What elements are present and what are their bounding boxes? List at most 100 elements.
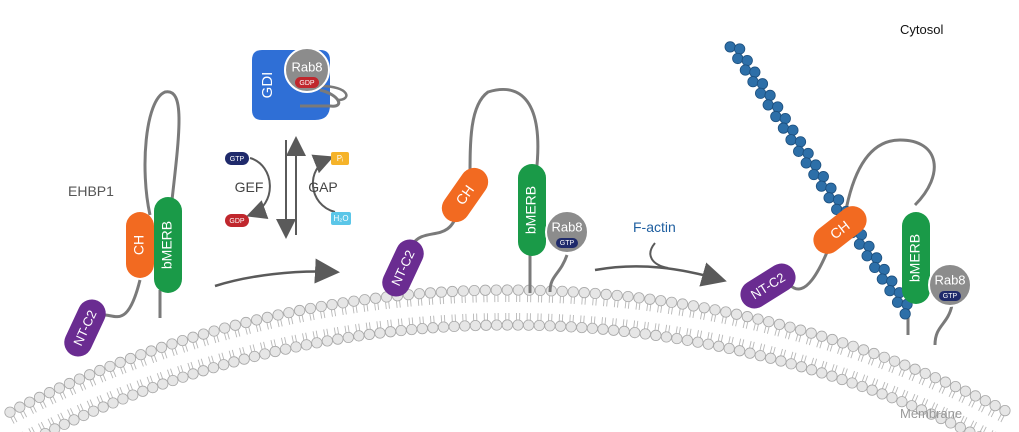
- lipid-head: [919, 367, 931, 380]
- lipid-head: [87, 405, 100, 417]
- lipid-head: [886, 392, 898, 404]
- lipid-head: [945, 417, 957, 429]
- lipid-head: [567, 286, 579, 298]
- lipid-head: [283, 307, 295, 319]
- lipid-head: [251, 314, 263, 326]
- lipid-head: [826, 370, 838, 382]
- lipid-tail: [780, 348, 783, 356]
- lipid-tail: [814, 358, 818, 366]
- actin-monomer: [886, 275, 898, 287]
- lipid-tail: [13, 415, 18, 423]
- lipid-tail: [824, 361, 828, 369]
- lipid-head: [395, 324, 407, 337]
- cytosol-label: Cytosol: [900, 22, 943, 37]
- lipid-tail: [344, 307, 347, 315]
- lipid-tail: [377, 303, 380, 311]
- actin-monomer: [871, 252, 883, 264]
- lipid-head: [534, 284, 546, 297]
- lipid-tail: [911, 393, 916, 401]
- lipid-head: [187, 331, 199, 343]
- lipid-tail: [366, 304, 369, 312]
- lipid-head: [218, 359, 230, 371]
- lipid-tail: [777, 329, 781, 337]
- f-actin-filament: [724, 41, 913, 320]
- actin-monomer: [808, 168, 820, 181]
- actin-monomer: [762, 99, 774, 111]
- lipid-head: [337, 297, 349, 309]
- actin-monomer: [794, 136, 807, 148]
- lipid-head: [554, 320, 567, 332]
- lipid-head: [954, 421, 966, 432]
- lipid-head: [39, 427, 51, 432]
- lipid-tail: [979, 425, 984, 432]
- gap-label: GAP: [308, 179, 338, 195]
- lipid-tail: [50, 417, 55, 424]
- lipid-tail: [211, 355, 214, 363]
- lipid-tail: [861, 374, 866, 382]
- lipid-tail: [237, 329, 241, 337]
- lipid-tail: [106, 392, 110, 399]
- lipid-head: [544, 320, 556, 332]
- rab8-tail-loop: [319, 84, 348, 102]
- lipid-tail: [735, 319, 738, 327]
- actin-monomer: [734, 43, 746, 55]
- lipid-head: [279, 343, 292, 355]
- actin-monomer: [772, 101, 784, 113]
- lipid-head: [406, 323, 418, 336]
- lipid-tail: [749, 341, 752, 348]
- lipid-tail: [82, 383, 87, 390]
- lipid-tail: [840, 348, 844, 355]
- lipid-head: [261, 311, 273, 323]
- lipid-tail: [301, 315, 304, 323]
- lipid-tail: [221, 352, 225, 360]
- lipid-tail: [408, 317, 411, 325]
- lipid-tail: [390, 319, 392, 327]
- lipid-head: [964, 426, 976, 432]
- lipid-tail: [312, 331, 315, 339]
- lipid-tail: [973, 421, 978, 429]
- lipid-tail: [92, 378, 97, 386]
- lipid-head: [533, 319, 545, 332]
- gtp-badge: [556, 238, 578, 248]
- gtp-badge-label: GTP: [560, 240, 575, 247]
- lipid-tail: [756, 324, 759, 332]
- lipid-tail: [190, 361, 194, 369]
- lipid-tail: [699, 330, 703, 338]
- lipid-head: [479, 284, 491, 296]
- lipid-head: [167, 374, 179, 387]
- lipid-tail: [766, 327, 770, 334]
- rab8-tail: [300, 88, 341, 108]
- actin-monomer: [823, 192, 835, 204]
- lipid-tail: [934, 403, 939, 411]
- lipid-tail: [252, 344, 256, 352]
- actin-monomer: [764, 89, 776, 101]
- lipid-tail: [234, 330, 238, 338]
- lipid-head: [611, 289, 623, 302]
- lipid-tail: [721, 316, 724, 324]
- lipid-tail: [741, 339, 745, 347]
- lipid-head: [290, 341, 302, 353]
- lipid-head: [448, 320, 460, 333]
- pi-badge: [331, 152, 349, 165]
- lipid-head: [427, 322, 439, 334]
- lipid-tail: [675, 326, 678, 334]
- lipid-tail: [732, 318, 735, 326]
- lipid-tail: [941, 387, 946, 394]
- lipid-tail: [686, 328, 689, 336]
- gdp-left-label: GDP: [229, 218, 245, 225]
- lipid-tail: [898, 369, 902, 376]
- lipid-head: [784, 321, 796, 333]
- lipid-tail: [309, 313, 312, 321]
- lipid-tail: [657, 305, 659, 313]
- lipid-tail: [788, 332, 791, 340]
- gef-curve: [246, 157, 271, 220]
- lipid-head: [384, 326, 397, 338]
- lipid-tail: [224, 333, 227, 341]
- lipid-head: [155, 341, 168, 354]
- lipid-tail: [136, 380, 140, 388]
- lipid-head: [43, 387, 56, 399]
- ch-domain: CH: [126, 212, 154, 278]
- lipid-tail: [798, 335, 802, 343]
- lipid-tail: [28, 428, 32, 432]
